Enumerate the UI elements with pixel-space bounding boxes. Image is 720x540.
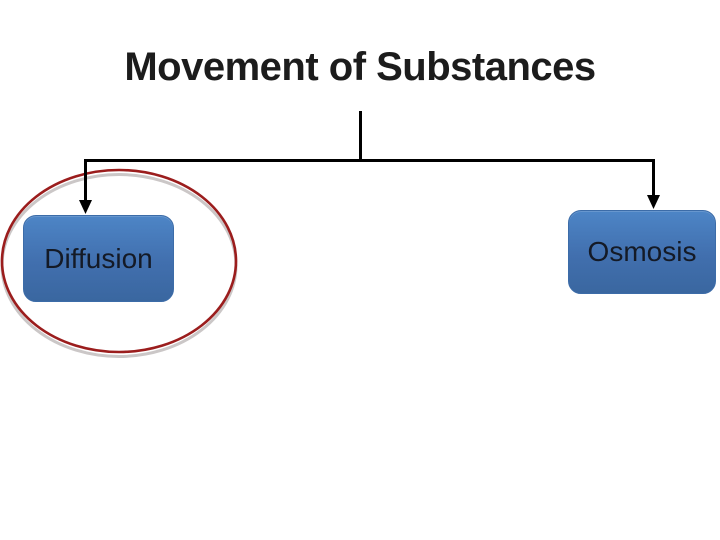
- slide-title: Movement of Substances: [124, 45, 596, 89]
- node-osmosis-label: Osmosis: [587, 236, 697, 267]
- node-diffusion-label: Diffusion: [44, 242, 153, 274]
- highlight-ellipse: [0, 168, 238, 354]
- arrowhead-left-icon: [79, 200, 92, 214]
- arrowhead-right-icon: [647, 195, 660, 209]
- node-osmosis: Osmosis: [568, 210, 716, 294]
- node-diffusion: Diffusion: [23, 215, 174, 302]
